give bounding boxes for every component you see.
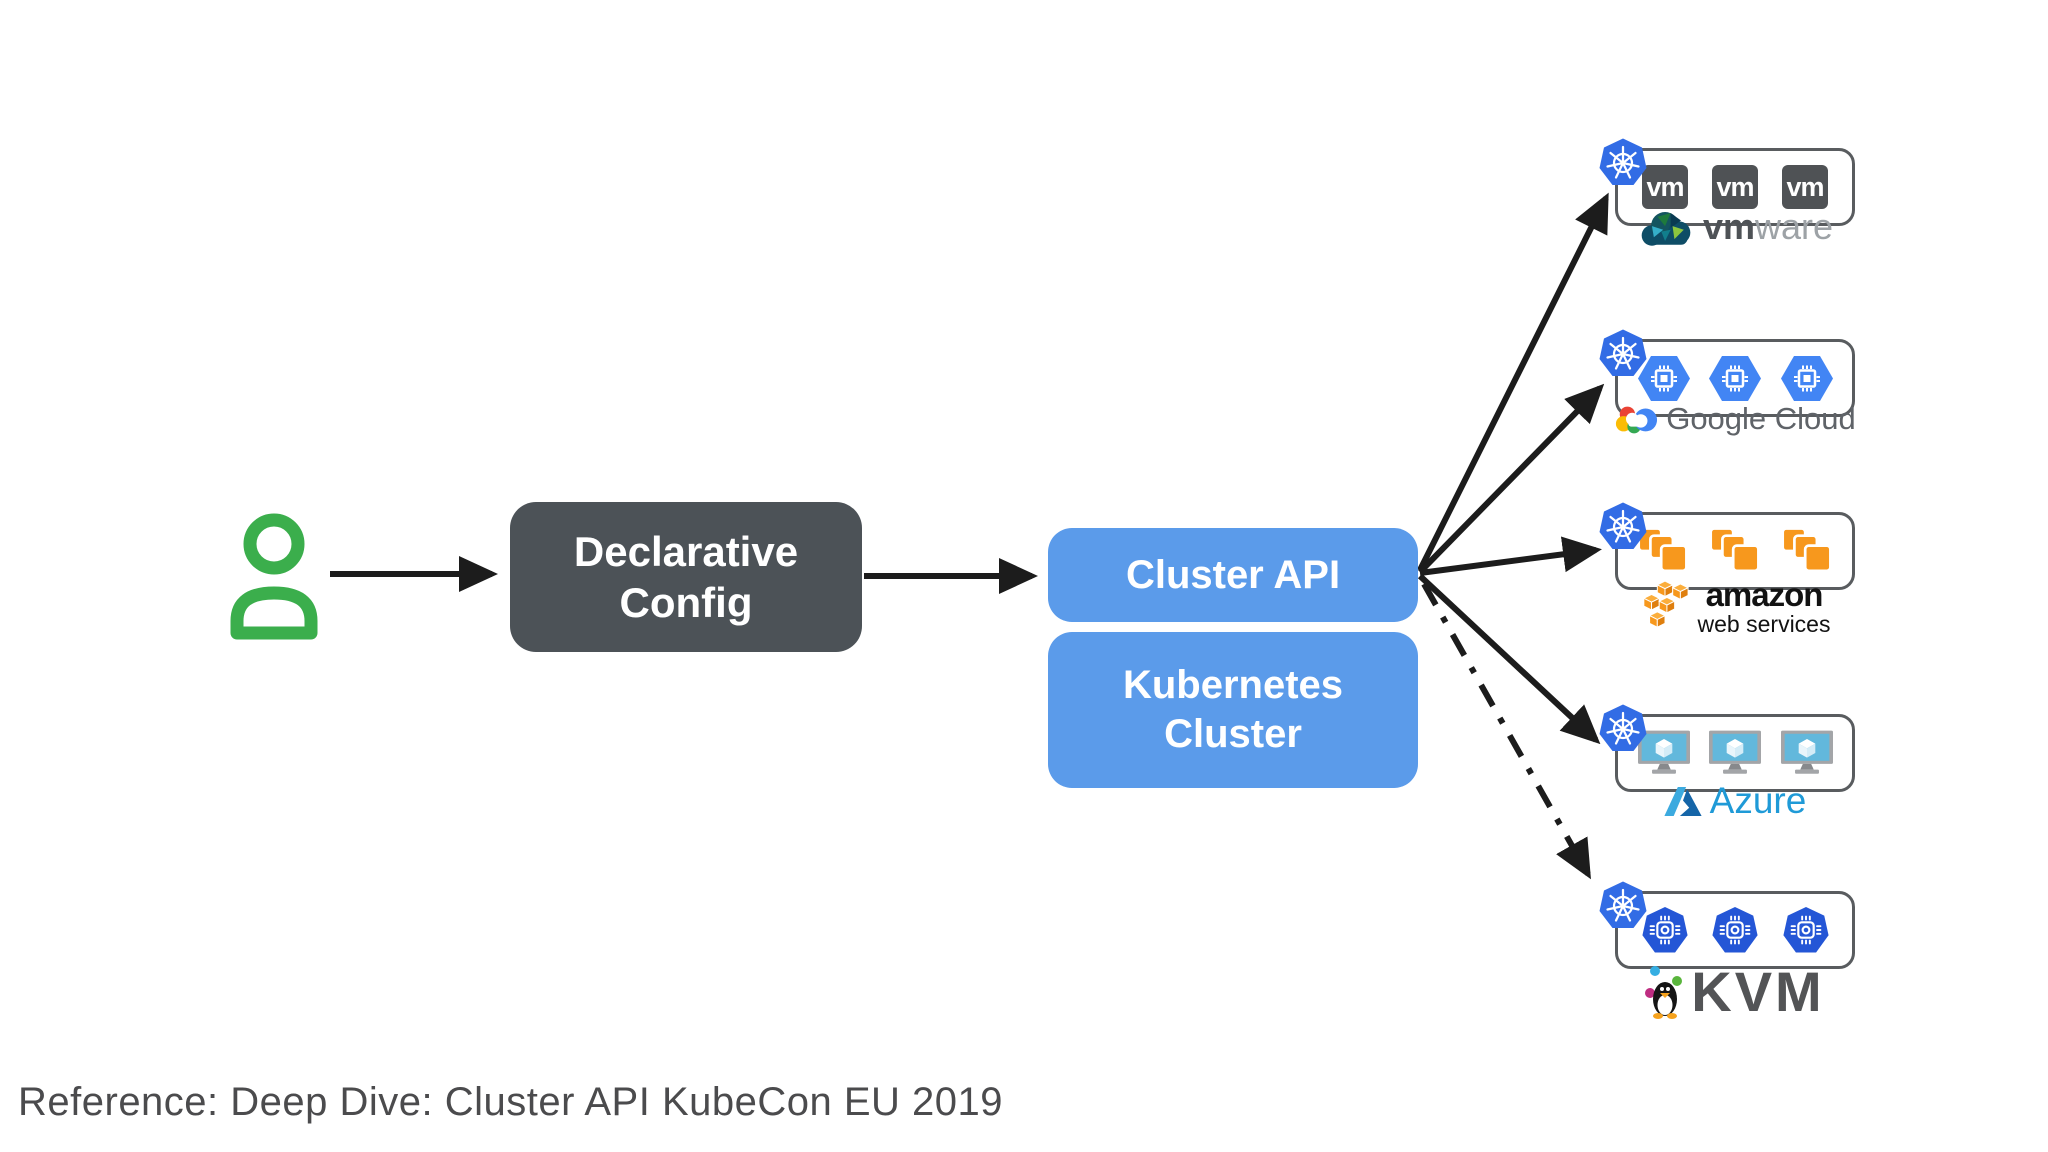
azure-logo-text: Azure	[1709, 780, 1807, 821]
aws-logo: amazon web services	[1605, 578, 1865, 636]
aws-cubes-icon	[1637, 527, 1688, 573]
cluster-api-node: Cluster API	[1048, 528, 1418, 622]
provider-row-aws: amazon web services	[1599, 502, 1855, 636]
aws-logo-text: amazon web services	[1697, 576, 1831, 637]
provider-row-kvm: KVM	[1599, 881, 1855, 1023]
google-cloud-logo-text: Google Cloud	[1666, 401, 1856, 436]
gce-hexagon-icon	[1637, 355, 1690, 401]
aws-cubes-icon	[1781, 527, 1832, 573]
aws-machines-group	[1599, 502, 1855, 590]
kvm-machines-group	[1599, 881, 1855, 969]
cluster-api-label: Cluster API	[1125, 552, 1341, 597]
gce-hexagon-icon	[1780, 355, 1833, 401]
azure-a-icon	[1664, 786, 1702, 816]
reference-text: Reference: Deep Dive: Cluster API KubeCo…	[18, 1080, 1004, 1124]
azure-vm-icon	[1637, 730, 1690, 774]
google-cloud-icon	[1616, 406, 1658, 434]
kvm-logo-text: KVM	[1691, 960, 1825, 1023]
arrow-clusterapi-to-googlecloud	[1417, 383, 1605, 575]
vmware-logo: vmware	[1605, 206, 1865, 248]
kubernetes-icon	[1599, 502, 1647, 549]
google-machines-group	[1599, 329, 1855, 417]
kvm-node-icon	[1782, 906, 1829, 953]
provider-row-google-cloud: Google Cloud	[1599, 329, 1856, 436]
kubernetes-cluster-node: Kubernetes Cluster	[1048, 632, 1418, 788]
tux-penguin-icon	[1645, 965, 1683, 1019]
kubernetes-icon	[1599, 704, 1647, 751]
arrow-clusterapi-to-aws	[1419, 536, 1602, 576]
google-cloud-logo: Google Cloud	[1605, 401, 1865, 437]
vmware-logo-text: vmware	[1702, 206, 1834, 247]
kubernetes-cluster-label-line2: Cluster	[1164, 712, 1302, 756]
kubernetes-icon	[1599, 881, 1647, 928]
kvm-logo: KVM	[1605, 959, 1865, 1024]
arrow-clusterapi-to-vmware	[1417, 192, 1609, 572]
arrow-clusterapi-to-kvm	[1421, 582, 1591, 880]
kvm-node-icon	[1641, 906, 1688, 953]
kubernetes-icon	[1599, 329, 1647, 376]
azure-logo: Azure	[1605, 780, 1865, 822]
azure-machines-group	[1599, 704, 1855, 792]
declarative-config-node: Declarative Config	[510, 502, 862, 652]
vm-square-icon: vm	[1782, 165, 1828, 209]
vm-square-icon: vm	[1712, 165, 1758, 209]
kubernetes-cluster-label-line1: Kubernetes	[1122, 663, 1344, 708]
declarative-config-label-line1: Declarative	[573, 527, 799, 575]
provider-row-vmware: vm vm vm vmware	[1599, 138, 1855, 247]
user-icon	[230, 513, 318, 640]
vmware-cloud-icon	[1641, 212, 1691, 246]
gce-hexagon-icon	[1709, 355, 1761, 401]
azure-vm-icon	[1709, 730, 1761, 774]
vmware-machines-group: vm vm vm	[1599, 138, 1855, 226]
arrow-clusterapi-to-azure	[1417, 573, 1601, 745]
kubernetes-icon	[1599, 138, 1647, 185]
kvm-node-icon	[1712, 906, 1758, 953]
declarative-config-label-line2: Config	[619, 579, 753, 626]
provider-row-azure: Azure	[1599, 704, 1855, 821]
aws-logo-cubes-icon	[1642, 580, 1689, 628]
vm-square-icon: vm	[1642, 165, 1688, 209]
azure-vm-icon	[1780, 730, 1833, 774]
aws-cubes-icon	[1709, 527, 1760, 573]
